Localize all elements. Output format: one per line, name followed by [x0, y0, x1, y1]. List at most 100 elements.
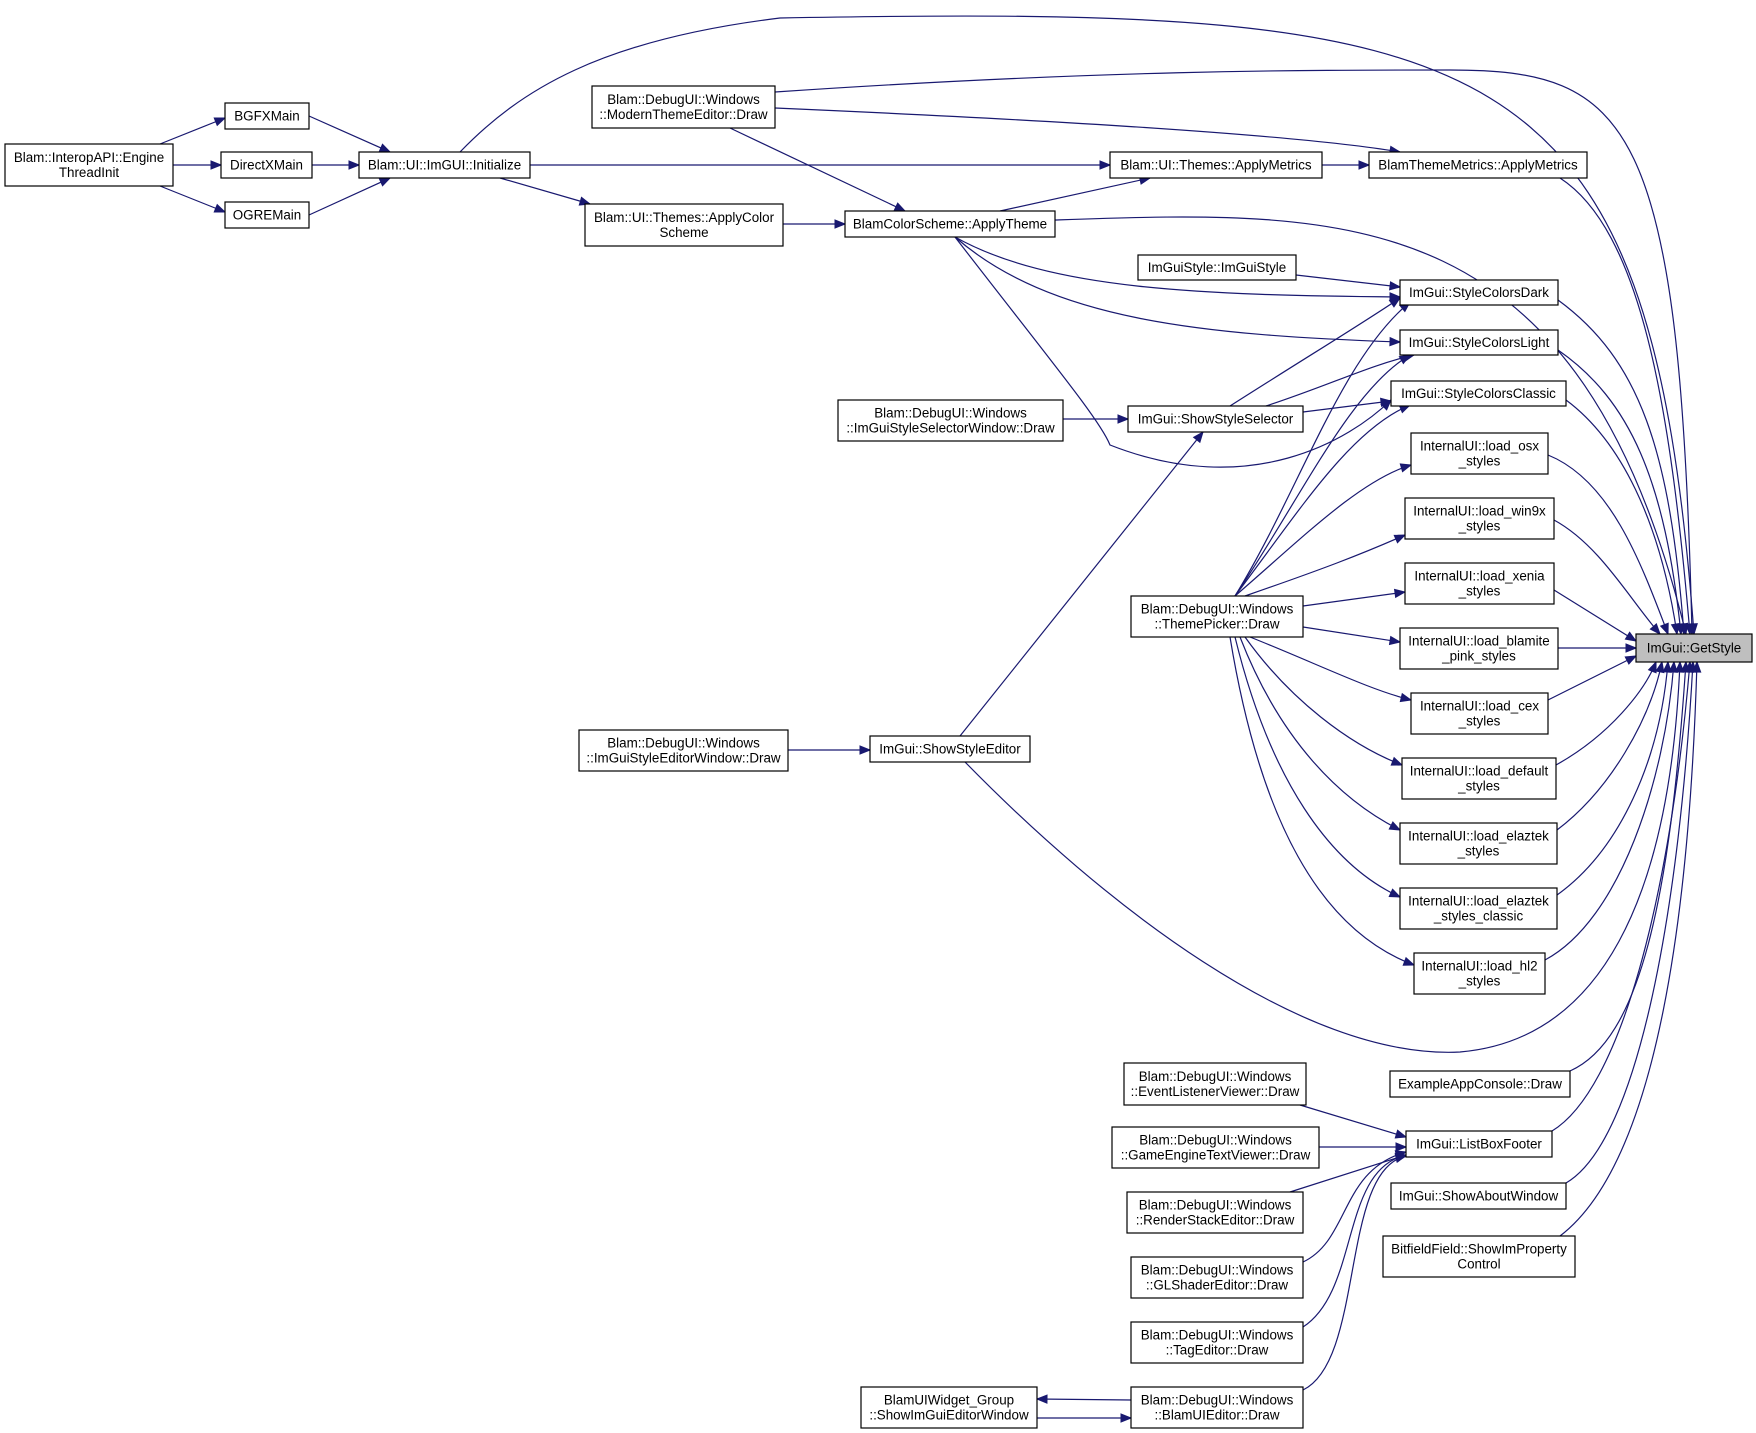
node-bgfxmain[interactable]: BGFXMain	[224, 102, 310, 130]
node-ogremain[interactable]: OGREMain	[224, 201, 310, 229]
node-label: InternalUI::load_xenia	[1414, 569, 1545, 584]
node-gameenginetext[interactable]: Blam::DebugUI::Windows::GameEngineTextVi…	[1111, 1126, 1320, 1169]
edge-themepicker-to-load_elaztek	[1239, 636, 1402, 831]
node-label: _styles	[1458, 519, 1501, 534]
node-load_cex[interactable]: InternalUI::load_cex_styles	[1410, 692, 1549, 735]
node-label: _styles	[1458, 714, 1501, 729]
node-glshadereditor[interactable]: Blam::DebugUI::Windows::GLShaderEditor::…	[1130, 1256, 1304, 1299]
node-box	[1635, 633, 1753, 663]
node-box	[1399, 279, 1559, 306]
node-styleeditor_window[interactable]: Blam::DebugUI::Windows::ImGuiStyleEditor…	[578, 729, 789, 772]
edge-line	[1234, 464, 1412, 597]
edge-directxmain-to-imgui_initialize	[312, 160, 361, 170]
edge-line	[1249, 636, 1412, 701]
node-label: Blam::DebugUI::Windows	[1141, 602, 1294, 617]
edge-line	[954, 236, 1392, 468]
arrowhead-icon	[378, 177, 392, 187]
edge-line	[1244, 636, 1403, 766]
node-label: Blam::DebugUI::Windows	[874, 406, 1027, 421]
edge-line	[729, 127, 906, 212]
node-box	[1109, 151, 1323, 179]
node-themepicker[interactable]: Blam::DebugUI::Windows::ThemePicker::Dra…	[1130, 595, 1304, 638]
node-load_osx[interactable]: InternalUI::load_osx_styles	[1410, 432, 1549, 475]
node-load_elaztek[interactable]: InternalUI::load_elaztek_styles	[1399, 822, 1558, 865]
node-load_xenia[interactable]: InternalUI::load_xenia_styles	[1404, 562, 1555, 605]
edge-exampleappconsole-to-getstyle	[1569, 660, 1691, 1072]
node-imgui_initialize[interactable]: Blam::UI::ImGUI::Initialize	[358, 151, 531, 179]
node-stylecolorslight[interactable]: ImGui::StyleColorsLight	[1399, 329, 1559, 356]
node-box	[1130, 1386, 1304, 1429]
node-listboxfooter[interactable]: ImGui::ListBoxFooter	[1405, 1130, 1553, 1158]
edge-blamthememetrics_apply-to-getstyle	[1559, 177, 1694, 636]
edge-line	[1244, 534, 1406, 597]
edge-line	[1036, 1398, 1132, 1401]
edge-imguistyle_ctor-to-stylecolorsdark	[1295, 274, 1402, 291]
arrowhead-icon	[1099, 160, 1112, 170]
node-widget_group[interactable]: BlamUIWidget_Group::ShowImGuiEditorWindo…	[860, 1386, 1038, 1429]
edge-line	[1544, 661, 1675, 961]
edge-stylecolorsclassic-to-getstyle	[1565, 399, 1681, 636]
node-label: ::ThemePicker::Draw	[1154, 617, 1279, 632]
edge-load_osx-to-getstyle	[1547, 454, 1669, 636]
node-box	[1413, 952, 1546, 995]
node-label: OGREMain	[233, 208, 301, 223]
node-load_win9x[interactable]: InternalUI::load_win9x_styles	[1404, 497, 1555, 540]
edge-bitfieldfield-to-getstyle	[1559, 660, 1702, 1237]
node-load_blamite_pink[interactable]: InternalUI::load_blamite_pink_styles	[1399, 627, 1559, 670]
node-label: ::GameEngineTextViewer::Draw	[1121, 1148, 1311, 1163]
node-box	[1410, 692, 1549, 735]
edge-themes_applymetrics-to-blamthememetrics_apply	[1322, 160, 1371, 170]
node-box	[4, 143, 174, 187]
edge-line	[159, 117, 226, 145]
edge-line	[1234, 301, 1411, 597]
edge-load_elaztek-to-getstyle	[1556, 660, 1665, 831]
edge-load_blamite_pink-to-getstyle	[1558, 643, 1638, 653]
node-label: BlamUIWidget_Group	[884, 1393, 1014, 1408]
edge-line	[1569, 661, 1687, 1072]
node-getstyle[interactable]: ImGui::GetStyle	[1635, 633, 1753, 663]
arrowhead-icon	[1192, 430, 1204, 444]
node-styleselector_window[interactable]: Blam::DebugUI::Windows::ImGuiStyleSelect…	[837, 399, 1064, 442]
edge-load_default-to-getstyle	[1555, 660, 1657, 766]
node-label: BlamColorScheme::ApplyTheme	[853, 217, 1047, 232]
node-showstyleselector[interactable]: ImGui::ShowStyleSelector	[1127, 405, 1304, 433]
edge-blamuieditor-to-listboxfooter	[1302, 1153, 1408, 1391]
node-renderstack[interactable]: Blam::DebugUI::Windows::RenderStackEdito…	[1126, 1191, 1304, 1234]
node-imguistyle_ctor[interactable]: ImGuiStyle::ImGuiStyle	[1137, 254, 1297, 281]
edge-bgfxmain-to-imgui_initialize	[308, 115, 392, 153]
node-modern_theme_editor[interactable]: Blam::DebugUI::Windows::ModernThemeEdito…	[591, 85, 776, 129]
node-label: Scheme	[659, 225, 708, 240]
node-load_elaztek_classic[interactable]: InternalUI::load_elaztek_styles_classic	[1399, 887, 1558, 930]
node-box	[1401, 757, 1557, 800]
node-themes_applymetrics[interactable]: Blam::UI::Themes::ApplyMetrics	[1109, 151, 1323, 179]
node-blamthememetrics_apply[interactable]: BlamThemeMetrics::ApplyMetrics	[1368, 151, 1588, 179]
node-box	[1111, 1126, 1320, 1169]
edge-load_xenia-to-getstyle	[1553, 589, 1638, 642]
node-stylecolorsclassic[interactable]: ImGui::StyleColorsClassic	[1390, 380, 1567, 407]
arrowhead-icon	[1394, 1129, 1408, 1139]
node-stylecolorsdark[interactable]: ImGui::StyleColorsDark	[1399, 279, 1559, 306]
node-load_default[interactable]: InternalUI::load_default_styles	[1401, 757, 1557, 800]
node-eventlistener[interactable]: Blam::DebugUI::Windows::EventListenerVie…	[1123, 1062, 1307, 1106]
node-showstyleeditor[interactable]: ImGui::ShowStyleEditor	[869, 735, 1031, 763]
node-box	[1382, 1235, 1576, 1278]
node-blamuieditor[interactable]: Blam::DebugUI::Windows::BlamUIEditor::Dr…	[1130, 1386, 1304, 1429]
edge-showstyleselector-to-stylecolorsdark	[1229, 297, 1402, 407]
node-box	[224, 201, 310, 229]
node-box	[1137, 254, 1297, 281]
arrowhead-icon	[1395, 1142, 1408, 1152]
arrowhead-icon	[1035, 1394, 1048, 1404]
node-label: ImGui::GetStyle	[1647, 641, 1742, 656]
node-box	[1399, 329, 1559, 356]
node-load_hl2[interactable]: InternalUI::load_hl2_styles	[1413, 952, 1546, 995]
node-directxmain[interactable]: DirectXMain	[220, 151, 313, 179]
node-tageditor[interactable]: Blam::DebugUI::Windows::TagEditor::Draw	[1130, 1321, 1304, 1364]
arrowhead-icon	[1668, 660, 1678, 673]
node-blamcolorscheme_applytheme[interactable]: BlamColorScheme::ApplyTheme	[844, 210, 1056, 238]
node-showaboutwindow[interactable]: ImGui::ShowAboutWindow	[1390, 1182, 1567, 1210]
node-exampleappconsole[interactable]: ExampleAppConsole::Draw	[1389, 1070, 1571, 1098]
arrowhead-icon	[1624, 631, 1638, 642]
